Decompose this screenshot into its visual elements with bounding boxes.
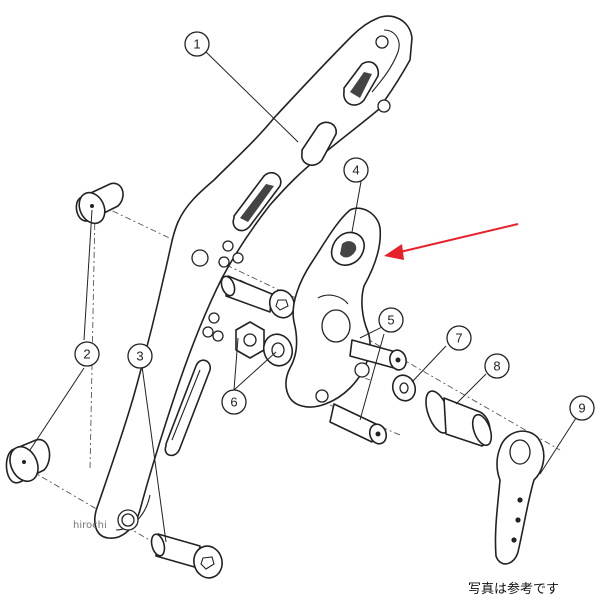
part-cap-screw-upper [220, 275, 296, 319]
callout-label: 5 [387, 313, 394, 328]
part-pivot-collar [425, 390, 493, 447]
part-nut [235, 321, 265, 359]
reference-photo-caption: 写真は参考です [468, 582, 560, 597]
callout-label: 3 [136, 349, 143, 364]
callout-3: 3 [127, 343, 153, 369]
part-bolt-upper [349, 339, 407, 371]
callout-2: 2 [74, 341, 100, 367]
part-main-bracket [94, 15, 413, 539]
watermark-text: hirochi [73, 520, 107, 531]
callout-1: 1 [184, 31, 210, 57]
part-washer [262, 333, 294, 367]
leader-lines [29, 49, 577, 543]
highlight-arrow [384, 223, 519, 260]
callout-6: 6 [221, 389, 247, 415]
callout-label: 1 [193, 37, 200, 52]
callout-label: 4 [352, 163, 359, 178]
part-spacer-upper [75, 182, 124, 225]
part-holder-plate [285, 207, 382, 408]
callout-label: 9 [578, 401, 585, 416]
part-washer-small [391, 374, 417, 402]
callout-5: 5 [378, 307, 404, 333]
callout-label: 8 [493, 359, 500, 374]
callout-7: 7 [446, 325, 472, 351]
part-bolt-lower [329, 403, 388, 445]
callout-4: 4 [343, 157, 369, 183]
part-spacer-lower [5, 438, 51, 484]
callout-8: 8 [484, 353, 510, 379]
part-cap-screw-lower [150, 533, 223, 579]
callout-label: 2 [83, 347, 90, 362]
callout-9: 9 [569, 395, 595, 421]
callout-label: 7 [455, 331, 462, 346]
part-shift-arm [494, 430, 545, 565]
callout-label: 6 [230, 395, 237, 410]
